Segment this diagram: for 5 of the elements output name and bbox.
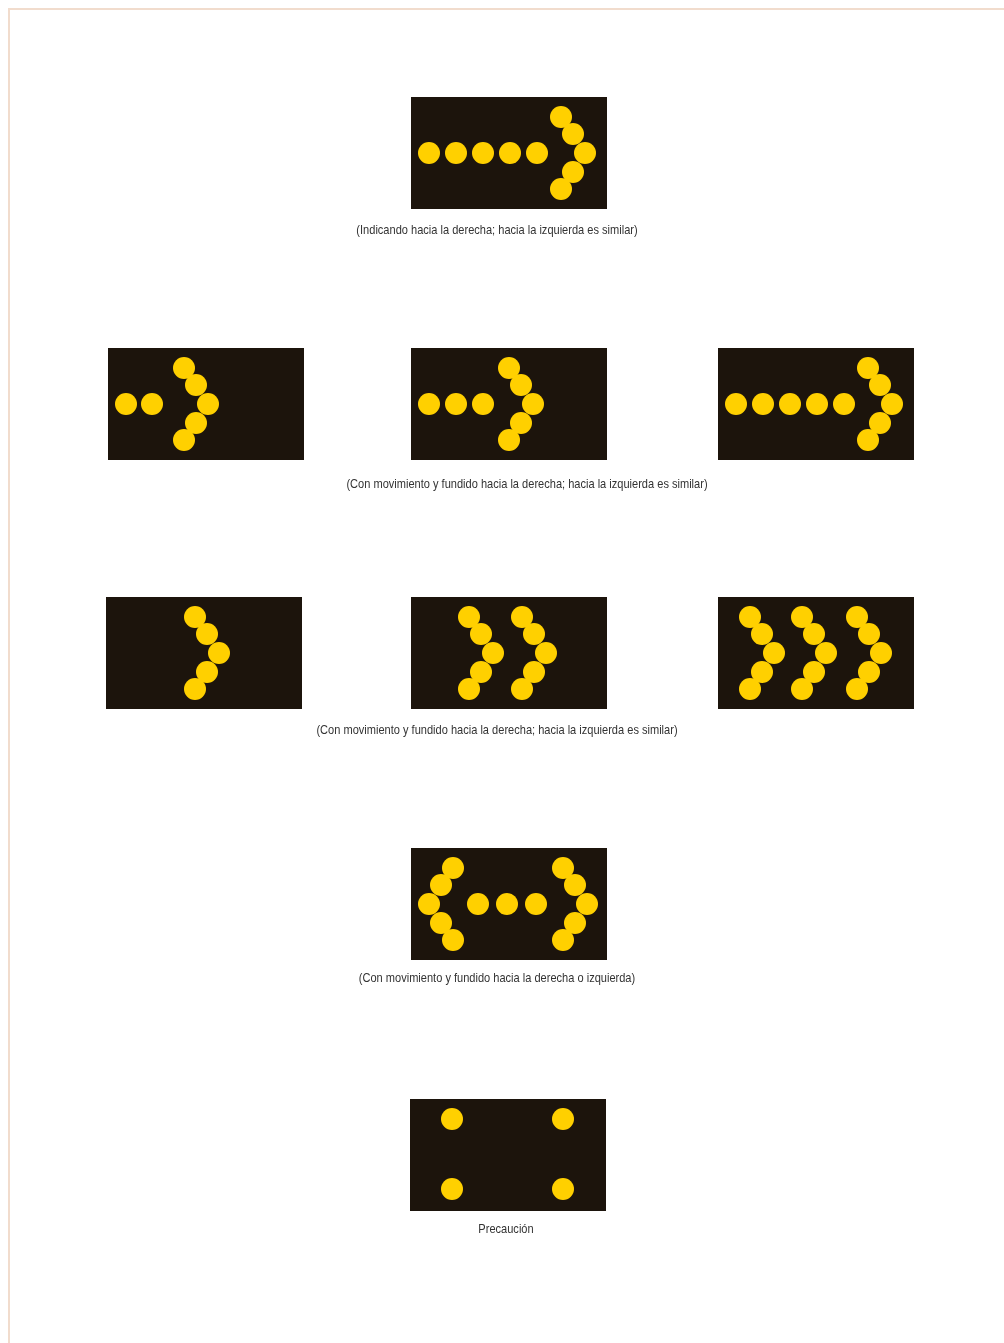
caption-text: (Con movimiento y fundido hacia la derecha; hacia la izquierda es similar) <box>346 476 708 491</box>
caption-text: (Con movimiento y fundido hacia la derecha o izquierda) <box>358 970 636 985</box>
caption-text: (Indicando hacia la derecha; hacia la izquierda es similar) <box>356 222 638 237</box>
caption-text: (Con movimiento y fundido hacia la derecha; hacia la izquierda es similar) <box>316 722 678 737</box>
caption-text: Precaución <box>478 1221 534 1236</box>
